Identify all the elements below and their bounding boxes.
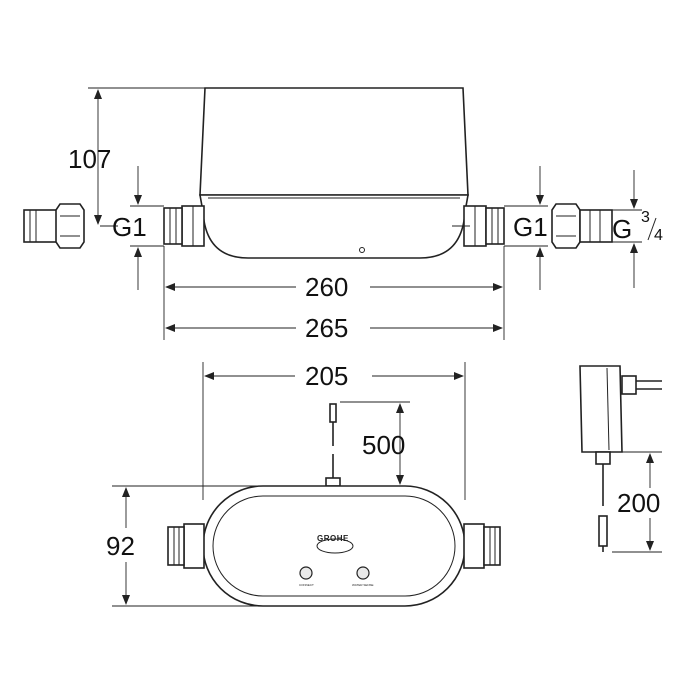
indicator-dot <box>359 247 365 253</box>
top-view <box>163 87 505 259</box>
connect-button[interactable] <box>299 566 313 580</box>
dim-500-label: 500 <box>362 430 405 460</box>
dim-g34-main: G <box>612 214 632 244</box>
front-body-outer <box>202 485 466 607</box>
power-adapter: 200 <box>579 365 662 553</box>
dim-g1-left-label: G1 <box>112 212 147 242</box>
front-view: 205 500 GROHE CONNECT WATER SENSE <box>106 361 501 607</box>
sensor-cable <box>325 403 341 487</box>
dim-107-label: 107 <box>68 144 111 174</box>
dim-265-label: 265 <box>305 313 348 343</box>
dim-260: 260 <box>163 246 505 340</box>
dim-200-label: 200 <box>617 488 660 518</box>
housing-lower <box>199 194 469 259</box>
dim-g34-den: 4 <box>654 227 663 244</box>
brand-logo: GROHE <box>317 534 349 543</box>
dim-g1-left: G1 <box>112 166 164 290</box>
dim-g34: G 3 4 <box>612 170 663 288</box>
dim-92-label: 92 <box>106 531 135 561</box>
dim-265: 265 <box>165 313 503 343</box>
water-sense-caption: WATER SENSE <box>352 583 374 587</box>
housing-top <box>199 87 469 196</box>
left-fitting <box>23 203 85 249</box>
right-fitting <box>551 203 613 249</box>
connect-caption: CONNECT <box>299 583 314 587</box>
water-sense-button[interactable] <box>356 566 370 580</box>
dim-g34-num: 3 <box>641 209 650 226</box>
dim-g1-right-label: G1 <box>513 212 548 242</box>
dim-260-label: 260 <box>305 272 348 302</box>
dim-107: 107 <box>68 87 205 225</box>
dim-205-label: 205 <box>305 361 348 391</box>
front-body-inner <box>212 495 456 597</box>
dim-g1-right: G1 <box>504 166 548 290</box>
